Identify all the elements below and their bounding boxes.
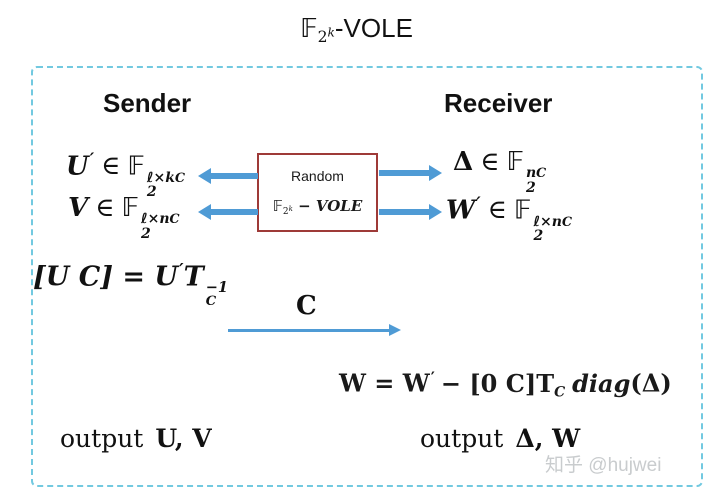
arrowhead-left-icon xyxy=(198,168,211,184)
code-c-symbol: C xyxy=(169,211,180,227)
field-subscript: 2k xyxy=(317,25,335,46)
arrow-shaft xyxy=(379,170,429,176)
field-symbol: 𝔽 xyxy=(121,193,139,223)
field-symbol: 𝔽 xyxy=(127,151,145,182)
arrow-vole-to-sender-v-icon xyxy=(198,204,258,220)
field-symbol: 𝔽 xyxy=(300,14,318,44)
watermark: 知乎 @hujwei xyxy=(545,455,662,476)
sender-heading: Sender xyxy=(103,88,192,118)
protocol-frame xyxy=(31,66,703,487)
prime-mark: ′ xyxy=(430,368,435,387)
code-c-symbol: C xyxy=(536,165,547,181)
receiver-equation-mid: − [0 C]T xyxy=(440,368,555,398)
element-of-symbol: ∈ xyxy=(101,151,121,182)
receiver-output-values: Δ, W xyxy=(515,424,581,453)
arrowhead-left-icon xyxy=(198,204,211,220)
var-delta: Δ xyxy=(453,147,474,177)
arrowhead-right-icon xyxy=(429,204,442,220)
c-message-label: C xyxy=(296,291,317,321)
field-subscript: 2k xyxy=(282,203,293,217)
arrow-c-message-icon xyxy=(228,324,401,336)
vole-box-line1: Random xyxy=(291,168,344,185)
prime-mark: ′ xyxy=(178,261,184,281)
matrix-t: T xyxy=(183,261,204,293)
prime-mark: ′ xyxy=(89,149,95,169)
arrow-vole-to-sender-u-icon xyxy=(198,168,258,184)
receiver-output: output Δ, W xyxy=(420,424,580,453)
code-c-symbol: C xyxy=(554,384,566,401)
vole-box-line2: 𝔽2k − VOLE xyxy=(273,197,363,217)
element-of-symbol: ∈ xyxy=(487,195,507,226)
receiver-equation-pre: W = W xyxy=(339,368,430,398)
output-word: output xyxy=(60,424,144,453)
element-of-symbol: ∈ xyxy=(95,193,115,223)
sender-equation-lhs: [U C] = U xyxy=(33,261,178,293)
field-symbol: 𝔽 xyxy=(272,197,283,216)
var-v: V xyxy=(68,193,89,223)
receiver-heading: Receiver xyxy=(444,88,553,118)
output-word: output xyxy=(420,424,504,453)
vole-label: − VOLE xyxy=(298,197,363,216)
inverse-exponent: −1 xyxy=(205,278,229,296)
title-text: -VOLE xyxy=(334,13,413,43)
arrowhead-right-icon xyxy=(429,165,442,181)
code-c-symbol: C xyxy=(205,294,217,310)
element-of-symbol: ∈ xyxy=(480,147,500,177)
var-u: U xyxy=(66,151,89,182)
diag-argument: (Δ) xyxy=(630,368,672,398)
field-symbol: 𝔽 xyxy=(506,147,524,177)
var-w: W xyxy=(446,195,476,226)
code-c-symbol: C xyxy=(175,169,186,185)
sender-output-values: U, V xyxy=(155,424,212,453)
sender-output: output U, V xyxy=(60,424,212,453)
arrow-shaft xyxy=(379,209,429,215)
arrow-vole-to-receiver-w-icon xyxy=(379,204,442,220)
code-c-symbol: C xyxy=(562,213,573,229)
arrowhead-right-icon xyxy=(389,324,401,336)
prime-mark: ′ xyxy=(476,193,481,213)
field-symbol: 𝔽 xyxy=(513,195,532,226)
diag-function: diag xyxy=(572,368,631,398)
arrow-shaft xyxy=(228,328,389,332)
arrow-shaft xyxy=(211,173,258,179)
page-title: 𝔽2k-VOLE xyxy=(0,13,713,46)
arrow-shaft xyxy=(211,209,258,215)
random-vole-box: Random 𝔽2k − VOLE xyxy=(257,153,378,232)
arrow-vole-to-receiver-delta-icon xyxy=(379,165,442,181)
